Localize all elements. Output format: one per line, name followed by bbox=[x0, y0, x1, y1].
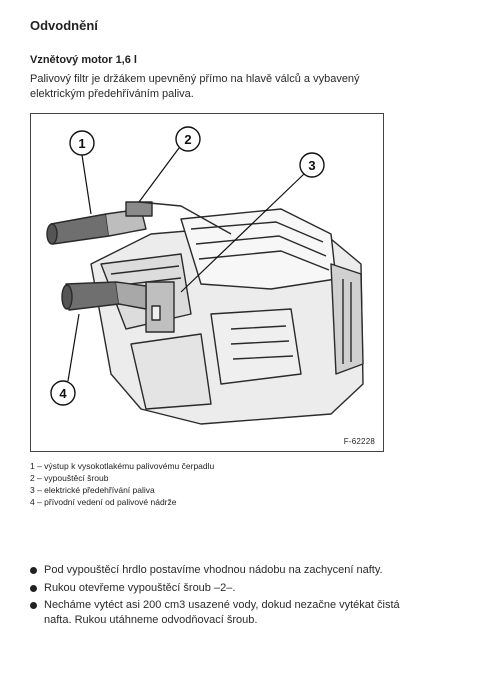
callout-3-label: 3 bbox=[308, 158, 315, 173]
fuel-filter-illustration: 1 2 3 4 F-62228 bbox=[30, 113, 384, 452]
step-text: Rukou otevřeme vypouštěcí šroub –2–. bbox=[44, 581, 236, 594]
outlet-pipe-shape bbox=[50, 213, 110, 245]
lower-block-shape bbox=[210, 308, 302, 385]
section-heading: Odvodnění bbox=[30, 18, 98, 33]
side-component-shape bbox=[330, 263, 364, 375]
figure-reference: F-62228 bbox=[343, 437, 375, 446]
engine-subheading: Vznětový motor 1,6 l bbox=[30, 54, 137, 66]
bullet-icon bbox=[30, 602, 37, 609]
figure-legend: 1 – výstup k vysokotlakému palivovému če… bbox=[30, 460, 430, 508]
step-item: Rukou otevřeme vypouštěcí šroub –2–. bbox=[30, 581, 400, 596]
head-cover-shape bbox=[180, 208, 337, 290]
legend-item: 1 – výstup k vysokotlakému palivovému če… bbox=[30, 461, 215, 471]
callout-2-label: 2 bbox=[184, 132, 191, 147]
bullet-icon bbox=[30, 567, 37, 574]
callout-4-label: 4 bbox=[59, 386, 67, 401]
legend-item: 4 – přívodní vedení od palivové nádrže bbox=[30, 497, 177, 507]
callout-1-label: 1 bbox=[78, 136, 85, 151]
bullet-icon bbox=[30, 584, 37, 592]
step-item: Necháme vytéct asi 200 cm3 usazené vody,… bbox=[30, 598, 400, 627]
lower-housing-shape bbox=[130, 333, 212, 410]
legend-item: 3 – elektrické předehřívání paliva bbox=[30, 485, 155, 495]
step-item: Pod vypouštěcí hrdlo postavíme vhodnou n… bbox=[30, 563, 400, 578]
step-text: Pod vypouštěcí hrdlo postavíme vhodnou n… bbox=[44, 564, 383, 576]
procedure-steps: Pod vypouštěcí hrdlo postavíme vhodnou n… bbox=[30, 563, 400, 630]
intro-paragraph: Palivový filtr je držákem upevněný přímo… bbox=[30, 73, 360, 100]
legend-item: 2 – vypouštěcí šroub bbox=[30, 473, 109, 483]
step-text: Necháme vytéct asi 200 cm3 usazené vody,… bbox=[44, 599, 400, 626]
engine-drawing: 1 2 3 4 bbox=[46, 126, 364, 425]
drain-screw-shape bbox=[125, 201, 153, 217]
